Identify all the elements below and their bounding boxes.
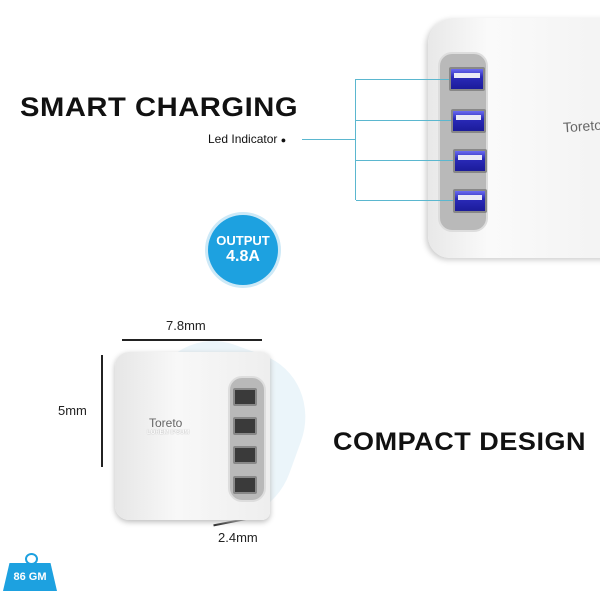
usb-port (233, 476, 257, 494)
weight-badge: 86 GM (3, 553, 57, 593)
led-line (356, 160, 453, 161)
usb-port (233, 388, 257, 406)
compact-design-heading: COMPACT DESIGN (333, 428, 587, 456)
charger-closeup: Toreto (428, 18, 600, 258)
usb-port-led (453, 149, 487, 173)
output-value: 4.8A (226, 248, 260, 265)
led-indicator-label: Led Indicator ● (208, 132, 287, 146)
led-line (356, 200, 453, 201)
brand-logo: Toreto (562, 116, 600, 136)
height-dimension: 5mm (58, 403, 87, 418)
led-line (356, 120, 451, 121)
smart-charging-heading: SMART CHARGING (20, 92, 299, 122)
brand-logo: Toreto (149, 416, 183, 430)
output-label: OUTPUT (216, 233, 270, 248)
width-line (122, 339, 262, 341)
usb-port-led (453, 189, 487, 213)
depth-dimension: 2.4mm (218, 530, 258, 545)
usb-port (233, 417, 257, 435)
width-dimension: 7.8mm (166, 318, 206, 333)
weight-value: 86 GM (13, 571, 47, 583)
height-line (101, 355, 103, 467)
output-badge: OUTPUT 4.8A (208, 215, 278, 285)
led-bracket-line (355, 79, 356, 200)
led-line (356, 79, 449, 80)
led-indicator-text: Led Indicator (208, 132, 278, 146)
brand-subtitle: LOREM IPSUM (147, 430, 190, 436)
led-pointer-line (302, 139, 356, 140)
charger-compact: Toreto LOREM IPSUM (115, 352, 270, 520)
usb-port (233, 446, 257, 464)
usb-port-led (451, 109, 486, 133)
usb-port-led (449, 67, 485, 91)
